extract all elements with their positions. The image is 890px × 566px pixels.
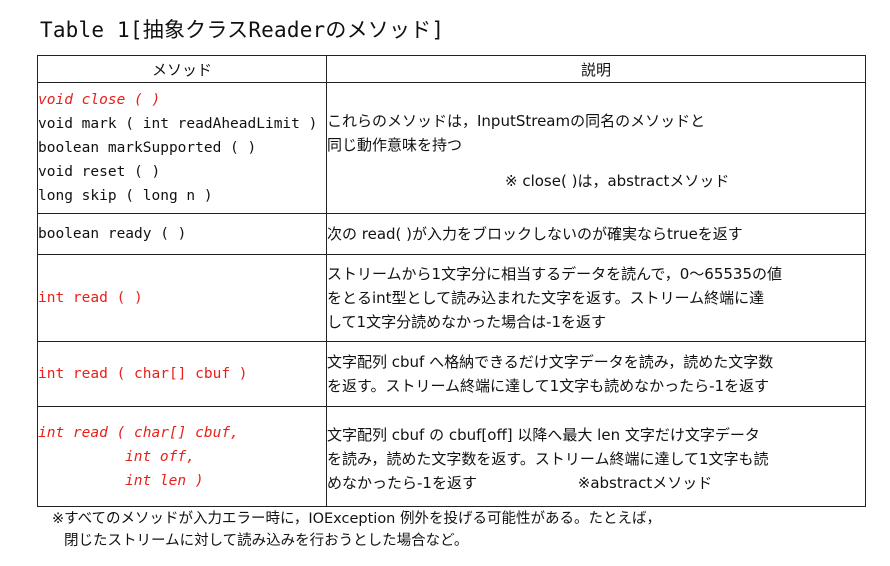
abstract-note: ※abstractメソッド (577, 473, 713, 492)
description-line: 同じ動作意味を持つ (327, 136, 463, 154)
method-cell: int read ( char[] cbuf, int off, int len… (37, 406, 327, 507)
description-line: をとるint型として読み込まれた文字を返す。ストリーム終端に達 (327, 289, 765, 307)
table-header-row: メソッド 説明 (37, 55, 866, 83)
footnote: ※すべてのメソッドが入力エラー時に，IOException 例外を投げる可能性が… (52, 508, 661, 552)
description-line: 文字配列 cbuf の cbuf[off] 以降へ最大 len 文字だけ文字デー… (327, 425, 760, 444)
description-line: 文字配列 cbuf へ格納できるだけ文字データを読み，読めた文字数 (327, 353, 774, 371)
method-signature: void reset ( ) (38, 164, 161, 180)
table-row: int read ( ) ストリームから1文字分に相当するデータを読んで，0〜6… (37, 254, 866, 342)
method-signature: void close ( ) (38, 92, 161, 108)
description-cell: 文字配列 cbuf の cbuf[off] 以降へ最大 len 文字だけ文字デー… (326, 406, 866, 507)
description-line: めなかったら-1を返す (327, 473, 477, 492)
method-signature: int read ( char[] cbuf ) (38, 366, 248, 382)
method-cell: int read ( char[] cbuf ) (37, 341, 327, 407)
description-cell: 文字配列 cbuf へ格納できるだけ文字データを読み，読めた文字数 を返す。スト… (326, 341, 866, 407)
table-title: Table 1[抽象クラスReaderのメソッド] (40, 18, 445, 42)
method-signature: boolean ready ( ) (38, 226, 187, 242)
description-cell: ストリームから1文字分に相当するデータを読んで，0〜65535の値 をとるint… (326, 254, 866, 342)
reader-methods-table: メソッド 説明 void close ( ) void mark ( int r… (37, 55, 866, 507)
method-signature: int read ( ) (38, 290, 143, 306)
description-line: を返す。ストリーム終端に達して1文字も読めなかったら-1を返す (327, 377, 770, 395)
description-line: ストリームから1文字分に相当するデータを読んで，0〜65535の値 (327, 265, 783, 283)
column-header-method: メソッド (37, 55, 327, 83)
description-cell: これらのメソッドは，InputStreamの同名のメソッドと 同じ動作意味を持つ… (326, 82, 866, 214)
table-row: void close ( ) void mark ( int readAhead… (37, 82, 866, 214)
description-line: を読み，読めた文字数を返す。ストリーム終端に達して1文字も読 (327, 449, 769, 468)
method-signature: int off, (125, 448, 195, 465)
method-cell: boolean ready ( ) (37, 213, 327, 255)
description-cell: 次の read( )が入力をブロックしないのが確実ならtrueを返す (326, 213, 866, 255)
method-signature: long skip ( long n ) (38, 188, 213, 204)
table-row: int read ( char[] cbuf ) 文字配列 cbuf へ格納でき… (37, 341, 866, 407)
method-signature: boolean markSupported ( ) (38, 140, 257, 156)
abstract-note: ※ close( )は，abstractメソッド (505, 172, 730, 190)
column-header-description: 説明 (326, 55, 866, 83)
description-line: 次の read( )が入力をブロックしないのが確実ならtrueを返す (327, 225, 743, 243)
method-signature: void mark ( int readAheadLimit ) (38, 116, 318, 132)
method-signature: int read ( char[] cbuf, (38, 424, 239, 441)
description-line: して1文字分読めなかった場合は-1を返す (327, 313, 607, 331)
method-cell: void close ( ) void mark ( int readAhead… (37, 82, 327, 214)
table-row: boolean ready ( ) 次の read( )が入力をブロックしないの… (37, 213, 866, 255)
method-cell: int read ( ) (37, 254, 327, 342)
method-signature: int len ) (125, 472, 204, 489)
footnote-line: 閉じたストリームに対して読み込みを行おうとした場合など。 (64, 533, 469, 549)
description-line: これらのメソッドは，InputStreamの同名のメソッドと (327, 112, 706, 130)
table-row: int read ( char[] cbuf, int off, int len… (37, 406, 866, 507)
footnote-line: ※すべてのメソッドが入力エラー時に，IOException 例外を投げる可能性が… (52, 511, 661, 527)
